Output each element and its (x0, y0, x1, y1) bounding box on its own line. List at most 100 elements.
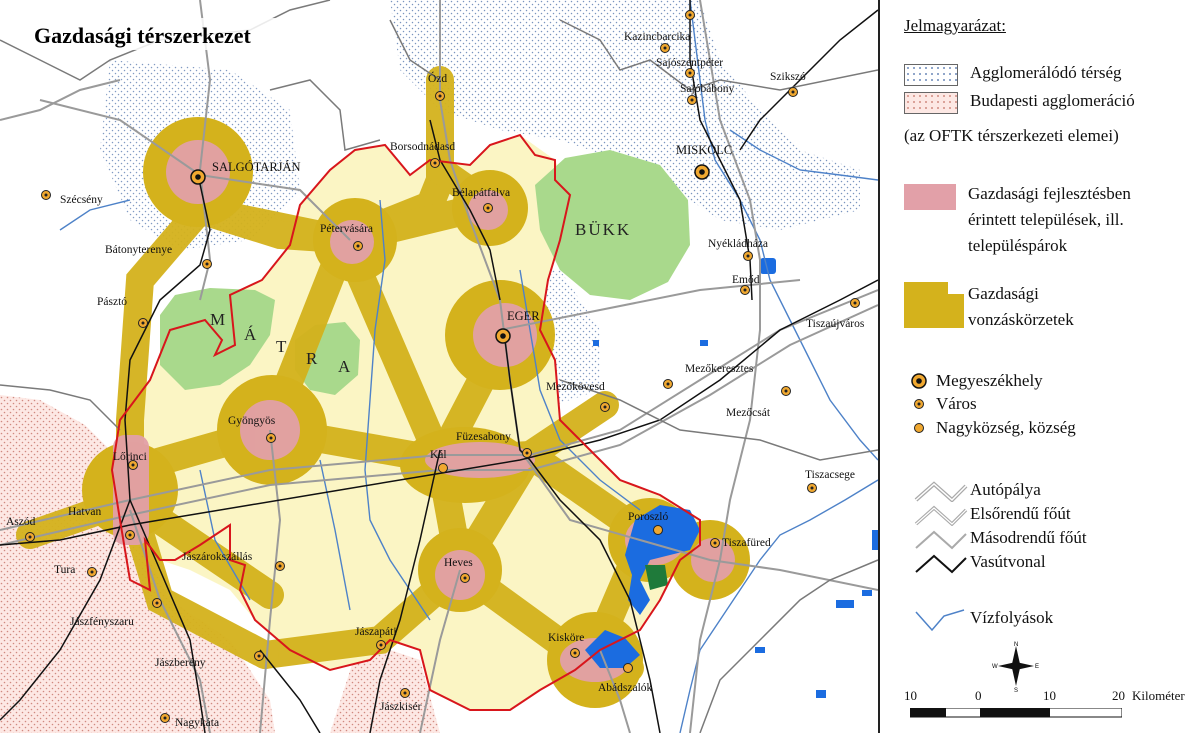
label-salgotarjan: SALGÓTARJÁN (212, 160, 301, 174)
town-symbol (522, 448, 532, 458)
town-symbol (41, 190, 51, 200)
label-mezokeresztes: Mezőkeresztes (685, 363, 754, 375)
county-seat-markers (190, 164, 710, 344)
label-nyekladhaza: Nyékládháza (708, 238, 768, 250)
town-symbol (376, 640, 386, 650)
town-symbol (807, 483, 817, 493)
town-symbol (125, 530, 135, 540)
label-szikszo: Szikszó (770, 71, 806, 83)
scale-tick-mid: 10 (1043, 688, 1056, 703)
label-kiskore: Kisköre (548, 632, 584, 644)
town-symbol (781, 386, 791, 396)
waterway-legend-icon (915, 609, 965, 632)
label-sajobabony: Sajóbábony (680, 83, 735, 95)
village-symbol (653, 525, 663, 535)
label-abadszalok: Abádszalók (598, 682, 653, 694)
svg-text:T: T (276, 337, 288, 356)
village-symbol (438, 463, 448, 473)
scale-unit: Kilométer (1132, 688, 1185, 703)
county-boundaries (0, 0, 878, 733)
label-ozd: Ózd (428, 71, 447, 85)
label-batonyterenye: Bátonyterenye (105, 244, 172, 256)
town-symbol (138, 318, 148, 328)
legend-secondary-road: Másodrendű főút (970, 528, 1087, 547)
village-legend-icon (914, 423, 924, 433)
label-jaszbereny: Jászberény (155, 657, 206, 669)
town-symbol (743, 251, 753, 261)
legend-panel: Jelmagyarázat: Agglomerálódó térség Buda… (880, 0, 1203, 733)
scale-bar (910, 708, 1122, 718)
label-tura: Tura (54, 564, 75, 576)
label-poroszlo: Poroszló (628, 511, 669, 523)
town-symbol (685, 68, 695, 78)
label-paszto: Pásztó (97, 296, 127, 308)
budapest-agglomeration-swatch (904, 92, 958, 114)
legend-attraction-line2: vonzáskörzetek (968, 310, 1074, 329)
town-symbol (266, 433, 276, 443)
town-legend-icon (914, 399, 924, 409)
label-jaszarokszallas: Jászárokszállás (182, 551, 253, 563)
town-symbol (400, 688, 410, 698)
study-region-fill (112, 135, 700, 710)
town-symbol (660, 43, 670, 53)
legend-divider (878, 0, 880, 733)
legend-town: Város (936, 394, 977, 413)
legend-waterways: Vízfolyások (970, 608, 1054, 627)
label-nagykata: Nagykáta (175, 717, 219, 729)
label-borsodnadasd: Borsodnádasd (390, 141, 455, 153)
label-tiszaujvaros: Tiszaújváros (806, 318, 865, 330)
town-symbol (687, 95, 697, 105)
legend-attraction-line1: Gazdasági (968, 284, 1039, 303)
svg-text:N: N (1014, 642, 1018, 648)
compass-rose-icon: N S W E (992, 642, 1039, 692)
scale-tick-zero: 0 (975, 688, 982, 703)
legend-budapest-agglomeration: Budapesti agglomeráció (970, 91, 1135, 110)
town-symbol (430, 158, 440, 168)
town-symbol (254, 651, 264, 661)
agglomerating-swatch (904, 64, 958, 86)
label-kazincbarcika: Kazincbarcika (624, 31, 690, 43)
label-hatvan: Hatvan (68, 506, 101, 518)
town-symbol (685, 10, 695, 20)
label-tiszafured: Tiszafüred (722, 537, 771, 549)
legend-development-line1: Gazdasági fejlesztésben (968, 184, 1131, 203)
legend-railway: Vasútvonal (970, 552, 1046, 571)
label-miskolc: MISKOLC (676, 143, 732, 157)
town-symbol (25, 532, 35, 542)
legend-primary-road: Elsőrendű főút (970, 504, 1071, 523)
town-symbol (710, 538, 720, 548)
label-kal: Kál (430, 449, 447, 461)
label-gyongyos: Gyöngyös (228, 415, 276, 427)
development-swatch (904, 184, 956, 210)
label-emod: Emőd (732, 274, 760, 286)
label-petervasara: Pétervására (320, 223, 373, 235)
town-symbol (600, 402, 610, 412)
label-eger: EGER (507, 309, 540, 323)
label-fuzesabony: Füzesabony (456, 431, 511, 443)
county-seat-symbol (694, 164, 710, 180)
legend-agglomerating: Agglomerálódó térség (970, 63, 1122, 82)
region-label-matra: M Á T R A (210, 310, 352, 376)
svg-text:S: S (1014, 688, 1018, 692)
svg-text:A: A (338, 357, 352, 376)
label-lorinci: Lőrinci (113, 451, 147, 463)
legend-village: Nagyközség, község (936, 418, 1076, 437)
town-markers (25, 10, 860, 723)
town-symbol (275, 561, 285, 571)
town-symbol (87, 567, 97, 577)
svg-text:R: R (306, 349, 319, 368)
county-seat-symbol (495, 328, 511, 344)
village-markers (438, 463, 663, 673)
label-mezocsat: Mezőcsát (726, 407, 771, 419)
railway-legend-icon (915, 554, 967, 574)
title-backdrop (26, 18, 316, 50)
label-sajoszentpeter: Sajószentpéter (656, 57, 723, 69)
rivers (59, 0, 878, 733)
label-jaszfenyszaru: Jászfényszaru (70, 616, 134, 628)
village-symbol (623, 663, 633, 673)
water-bodies (585, 258, 878, 698)
svg-text:M: M (210, 310, 227, 329)
label-szecseny: Szécsény (60, 194, 103, 206)
town-symbol (460, 573, 470, 583)
scale-tick-right: 20 (1112, 688, 1125, 703)
